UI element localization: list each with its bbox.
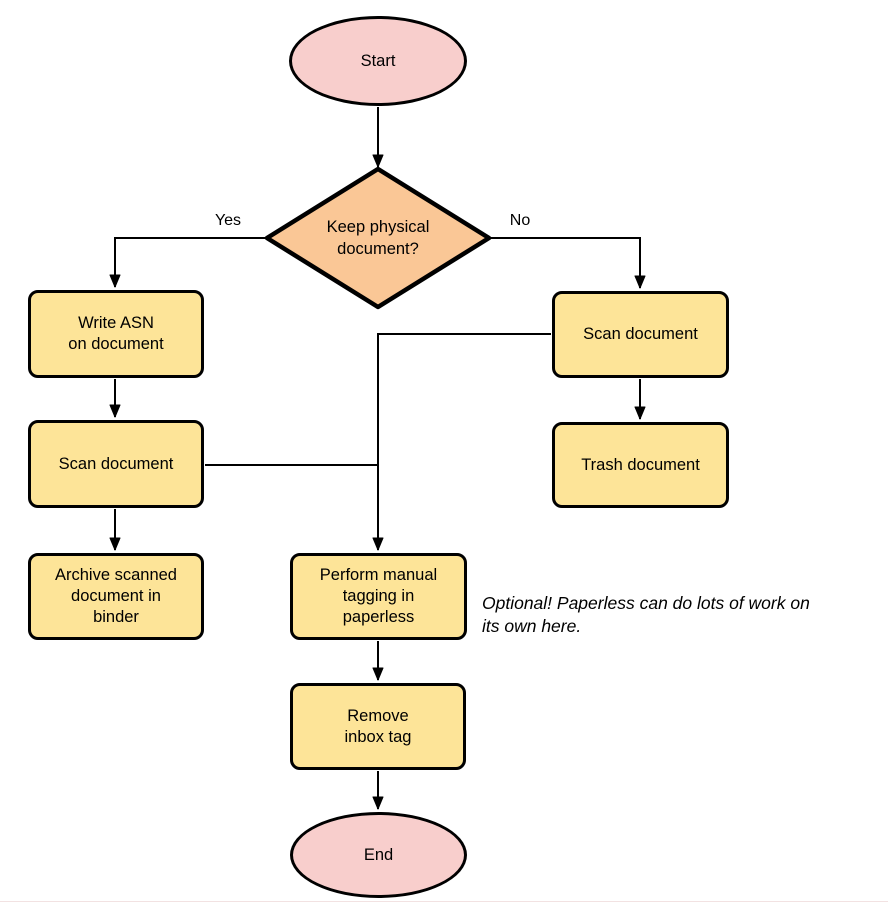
node-scan-document-right-label: Scan document	[583, 325, 698, 343]
node-write-asn: Write ASN on document	[28, 290, 204, 378]
edge-decision-yes-to-write-asn	[109, 237, 267, 288]
node-remove-inbox-tag-label: Remove inbox tag	[344, 706, 412, 746]
node-manual-tagging: Perform manual tagging in paperless	[290, 553, 467, 640]
page-bottom-border	[0, 901, 888, 902]
node-scan-document-right: Scan document	[552, 291, 729, 378]
node-scan-document-left: Scan document	[28, 420, 204, 508]
node-write-asn-label: Write ASN on document	[68, 314, 164, 353]
node-scan-document-left-label: Scan document	[58, 454, 174, 473]
node-decision-label: Keep physical document?	[326, 218, 430, 258]
node-trash-document-label: Trash document	[581, 455, 700, 474]
node-trash-document: Trash document	[552, 422, 729, 508]
node-end-label: End	[363, 845, 394, 864]
node-end: End	[290, 812, 467, 898]
node-archive-binder-label: Archive scanned document in binder	[55, 566, 177, 626]
edge-scan-right-to-tagging	[372, 333, 551, 551]
node-remove-inbox-tag: Remove inbox tag	[290, 683, 466, 770]
edge-label-no: No	[509, 212, 531, 229]
node-manual-tagging-label: Perform manual tagging in paperless	[319, 566, 438, 626]
edge-label-yes: Yes	[214, 212, 242, 229]
node-archive-binder: Archive scanned document in binder	[28, 553, 204, 640]
edge-decision-no-to-scan-right	[489, 237, 646, 289]
node-decision-keep-physical: Keep physical document?	[264, 166, 492, 310]
decision-diamond-shape	[264, 166, 492, 310]
annotation-optional-note: Optional! Paperless can do lots of work …	[482, 593, 810, 636]
node-start-label: Start	[360, 51, 396, 70]
node-start: Start	[289, 16, 467, 106]
